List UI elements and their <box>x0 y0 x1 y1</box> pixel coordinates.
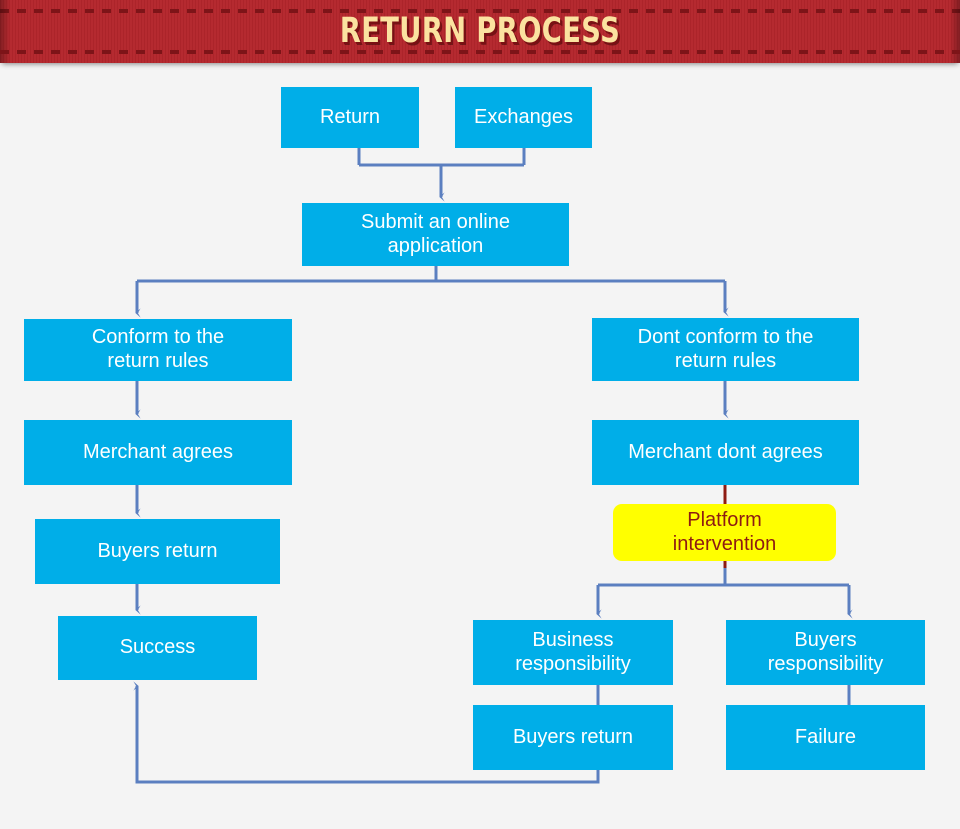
node-submit-online-application[interactable]: Submit an online application <box>302 203 569 266</box>
node-buyers-responsibility[interactable]: Buyers responsibility <box>726 620 925 685</box>
page-title: RETURN PROCESS <box>339 11 621 51</box>
node-conform-to-return-rules[interactable]: Conform to the return rules <box>24 319 292 381</box>
banner-left-shade <box>0 0 10 63</box>
node-failure[interactable]: Failure <box>726 705 925 770</box>
node-dont-conform-to-return-rules[interactable]: Dont conform to the return rules <box>592 318 859 381</box>
node-platform-intervention[interactable]: Platform intervention <box>613 504 836 561</box>
node-success[interactable]: Success <box>58 616 257 680</box>
edge-feedback-loop <box>133 681 600 784</box>
node-return[interactable]: Return <box>281 87 419 148</box>
node-exchanges[interactable]: Exchanges <box>455 87 592 148</box>
header-banner: RETURN PROCESS <box>0 0 960 63</box>
node-business-responsibility[interactable]: Business responsibility <box>473 620 673 685</box>
node-merchant-agrees[interactable]: Merchant agrees <box>24 420 292 485</box>
node-buyers-return-right[interactable]: Buyers return <box>473 705 673 770</box>
node-merchant-dont-agrees[interactable]: Merchant dont agrees <box>592 420 859 485</box>
banner-right-shade <box>950 0 960 63</box>
node-buyers-return-left[interactable]: Buyers return <box>35 519 280 584</box>
